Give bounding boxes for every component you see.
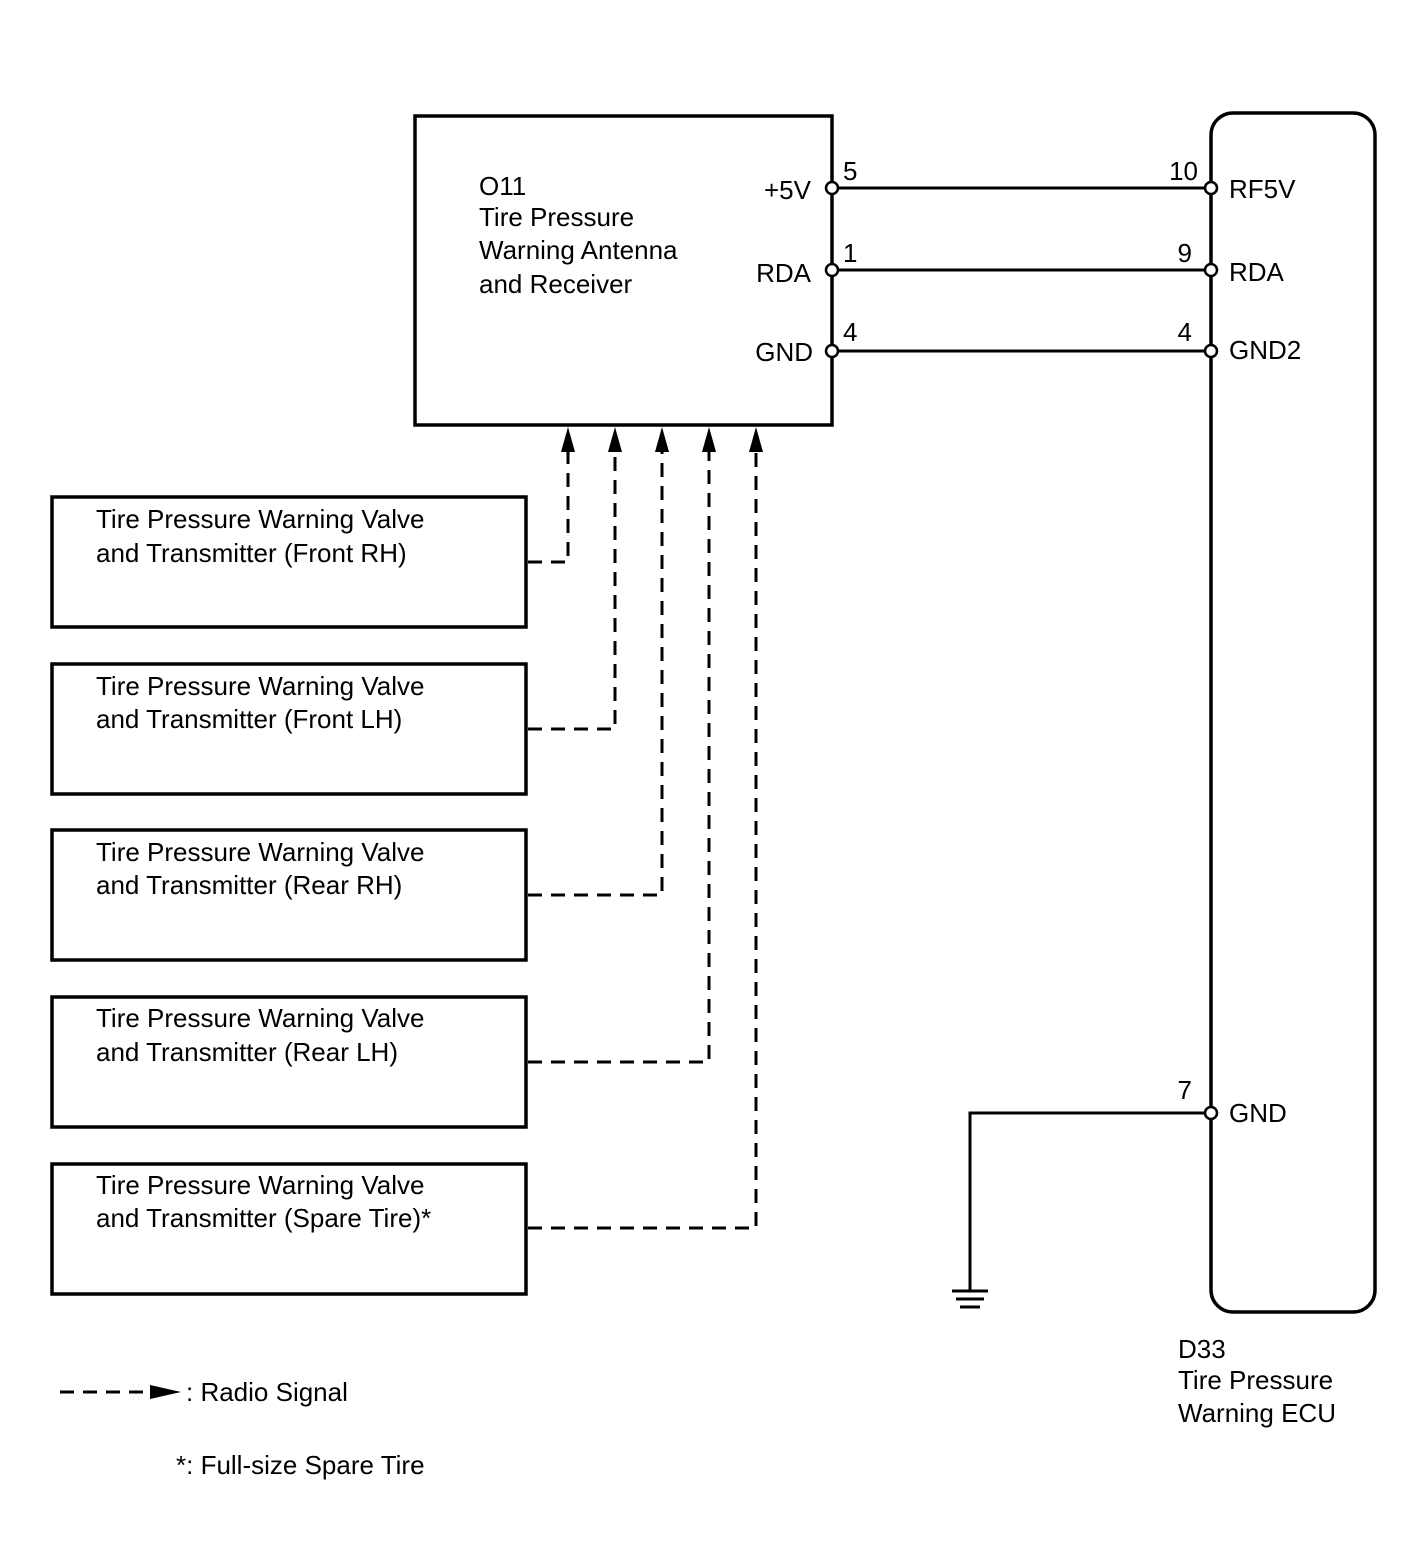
ecu-component: RF5V RDA GND2 GND 10 9 4 7 D33 Tire Pres…	[1169, 111, 1377, 1428]
radio-signal-rear-lh	[528, 450, 711, 1064]
receiver-pin-label-rda: RDA	[756, 258, 812, 288]
terminal-receiver-1	[824, 262, 840, 278]
legend: : Radio Signal *: Full-size Spare Tire	[60, 1377, 425, 1480]
terminal-receiver-4	[824, 343, 840, 359]
transmitter-rear-rh: Tire Pressure Warning Valve and Transmit…	[50, 828, 528, 962]
ecu-box	[1209, 111, 1377, 1314]
receiver-pin-label-5v: +5V	[764, 175, 812, 205]
terminal-ecu-4	[1203, 343, 1219, 359]
radio-signal-front-rh	[528, 450, 570, 564]
terminal-ecu-7	[1203, 1105, 1219, 1121]
radio-signal-rear-rh	[528, 450, 664, 897]
receiver-pin-number-5v: 5	[843, 156, 857, 186]
transmitter-box	[50, 1162, 528, 1296]
ecu-pin-number-gnd: 7	[1178, 1075, 1192, 1105]
receiver-pin-label-gnd: GND	[755, 337, 813, 367]
ecu-pin-number-gnd2: 4	[1178, 317, 1192, 347]
terminal-ecu-10	[1203, 180, 1219, 196]
transmitter-label-line-1: Tire Pressure Warning Valve	[96, 1170, 424, 1200]
ecu-pin-label-rda: RDA	[1229, 257, 1285, 287]
ecu-name-line-2: Warning ECU	[1178, 1398, 1336, 1428]
transmitter-label-line-1: Tire Pressure Warning Valve	[96, 504, 424, 534]
transmitter-label-line-2: and Transmitter (Front LH)	[96, 704, 402, 734]
transmitter-box	[50, 995, 528, 1129]
transmitter-box	[50, 495, 528, 629]
transmitter-label-line-2: and Transmitter (Rear LH)	[96, 1037, 398, 1067]
terminal-ecu-9	[1203, 262, 1219, 278]
receiver-box	[413, 114, 834, 427]
transmitter-rear-lh: Tire Pressure Warning Valve and Transmit…	[50, 995, 528, 1129]
ecu-pin-label-gnd2: GND2	[1229, 335, 1301, 365]
arrow-icon	[749, 427, 763, 452]
transmitter-label-line-2: and Transmitter (Front RH)	[96, 538, 407, 568]
terminal-receiver-5	[824, 180, 840, 196]
arrow-icon	[655, 427, 669, 452]
legend-footnote: *: Full-size Spare Tire	[176, 1450, 425, 1480]
arrow-icon	[702, 427, 716, 452]
transmitter-box	[50, 662, 528, 796]
radio-signal-front-lh	[528, 450, 617, 731]
arrow-icon	[561, 427, 575, 452]
transmitter-spare-tire: Tire Pressure Warning Valve and Transmit…	[50, 1162, 528, 1296]
receiver-pin-number-rda: 1	[843, 238, 857, 268]
transmitter-label-line-2: and Transmitter (Spare Tire)*	[96, 1203, 431, 1233]
receiver-name-line-1: Tire Pressure	[479, 202, 634, 232]
transmitter-label-line-1: Tire Pressure Warning Valve	[96, 837, 424, 867]
transmitter-front-rh: Tire Pressure Warning Valve and Transmit…	[50, 495, 528, 629]
radio-signal-paths	[528, 427, 763, 1230]
harness-wires	[832, 186, 1211, 1290]
legend-arrow-icon	[150, 1385, 181, 1399]
ecu-pin-label-gnd: GND	[1229, 1098, 1287, 1128]
legend-radio-signal: : Radio Signal	[186, 1377, 348, 1407]
ecu-name-line-1: Tire Pressure	[1178, 1365, 1333, 1395]
receiver-component: O11 Tire Pressure Warning Antenna and Re…	[413, 114, 857, 427]
receiver-name-line-2: Warning Antenna	[479, 235, 678, 265]
transmitter-label-line-1: Tire Pressure Warning Valve	[96, 671, 424, 701]
terminals	[824, 180, 1219, 1121]
transmitter-label-line-2: and Transmitter (Rear RH)	[96, 870, 402, 900]
ecu-pin-number-rf5v: 10	[1169, 156, 1198, 186]
ecu-code: D33	[1178, 1334, 1226, 1364]
ecu-pin-number-rda: 9	[1178, 238, 1192, 268]
transmitter-front-lh: Tire Pressure Warning Valve and Transmit…	[50, 662, 528, 796]
receiver-pin-number-gnd: 4	[843, 317, 857, 347]
transmitter-label-line-1: Tire Pressure Warning Valve	[96, 1003, 424, 1033]
receiver-name-line-3: and Receiver	[479, 269, 633, 299]
transmitter-box	[50, 828, 528, 962]
wire-ecu-ground	[968, 1111, 1211, 1290]
ground-icon	[952, 1289, 988, 1309]
receiver-code: O11	[479, 171, 526, 201]
radio-signal-spare-tire	[528, 450, 758, 1230]
ecu-pin-label-rf5v: RF5V	[1229, 174, 1296, 204]
arrow-icon	[608, 427, 622, 452]
